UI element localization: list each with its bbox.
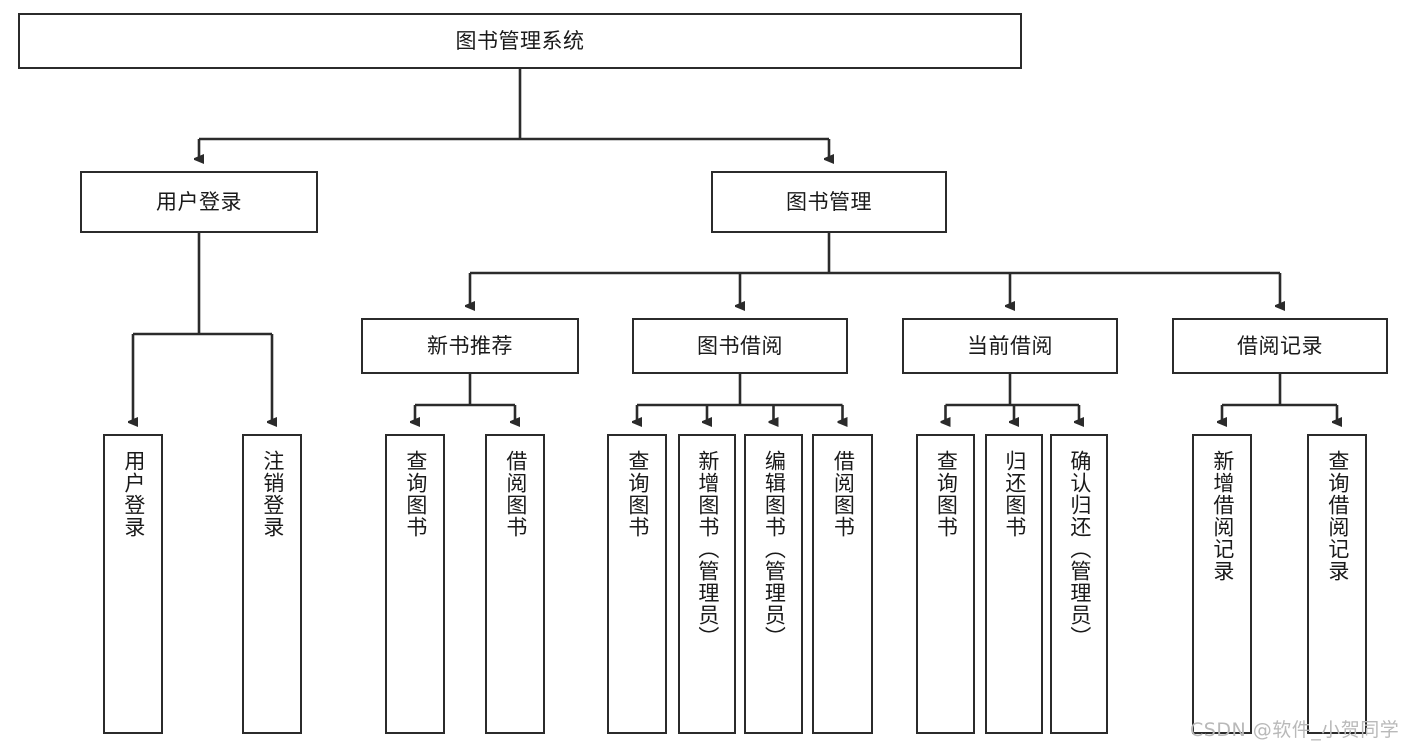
node-borrow-record[interactable]: 借阅记录	[1172, 318, 1388, 374]
csdn-watermark: CSDN @软件_小贺同学	[1190, 719, 1400, 741]
node-leaf-query-book-rec[interactable]: 查询图书	[385, 434, 445, 734]
node-label: 用户登录	[156, 189, 242, 214]
node-label: 新增借阅记录	[1210, 450, 1235, 582]
node-current-borrow[interactable]: 当前借阅	[902, 318, 1118, 374]
node-label: 归还图书	[1002, 450, 1027, 538]
node-leaf-query-record[interactable]: 查询借阅记录	[1307, 434, 1367, 734]
node-leaf-query-book-br[interactable]: 查询图书	[607, 434, 667, 734]
node-root[interactable]: 图书管理系统	[18, 13, 1022, 69]
node-leaf-return-book[interactable]: 归还图书	[985, 434, 1043, 734]
node-leaf-borrow-book-br[interactable]: 借阅图书	[812, 434, 873, 734]
node-label: 查询图书	[625, 450, 650, 538]
node-label: 确认归还（管理员）	[1067, 450, 1092, 648]
node-label: 查询图书	[934, 450, 959, 538]
node-label: 新增图书（管理员）	[695, 450, 720, 648]
node-leaf-add-record[interactable]: 新增借阅记录	[1192, 434, 1252, 734]
node-leaf-add-book[interactable]: 新增图书（管理员）	[678, 434, 736, 734]
node-book-borrow[interactable]: 图书借阅	[632, 318, 848, 374]
node-label: 注销登录	[260, 450, 285, 538]
node-label: 查询图书	[403, 450, 428, 538]
node-label: 图书管理系统	[455, 28, 585, 53]
node-label: 当前借阅	[967, 333, 1053, 358]
node-label: 图书借阅	[697, 333, 783, 358]
node-leaf-borrow-book-rec[interactable]: 借阅图书	[485, 434, 545, 734]
node-leaf-edit-book[interactable]: 编辑图书（管理员）	[744, 434, 803, 734]
node-leaf-confirm-return[interactable]: 确认归还（管理员）	[1050, 434, 1108, 734]
node-leaf-logout[interactable]: 注销登录	[242, 434, 302, 734]
node-label: 借阅记录	[1237, 333, 1323, 358]
node-label: 借阅图书	[831, 450, 856, 538]
node-leaf-query-book-cb[interactable]: 查询图书	[916, 434, 975, 734]
node-leaf-user-login[interactable]: 用户登录	[103, 434, 163, 734]
node-label: 图书管理	[786, 189, 872, 214]
node-label: 查询借阅记录	[1325, 450, 1350, 582]
node-book-manage[interactable]: 图书管理	[711, 171, 947, 233]
node-label: 新书推荐	[427, 333, 513, 358]
node-label: 编辑图书（管理员）	[762, 450, 787, 648]
node-label: 借阅图书	[503, 450, 528, 538]
node-label: 用户登录	[121, 450, 146, 538]
node-new-book-rec[interactable]: 新书推荐	[361, 318, 579, 374]
node-user-login[interactable]: 用户登录	[80, 171, 318, 233]
